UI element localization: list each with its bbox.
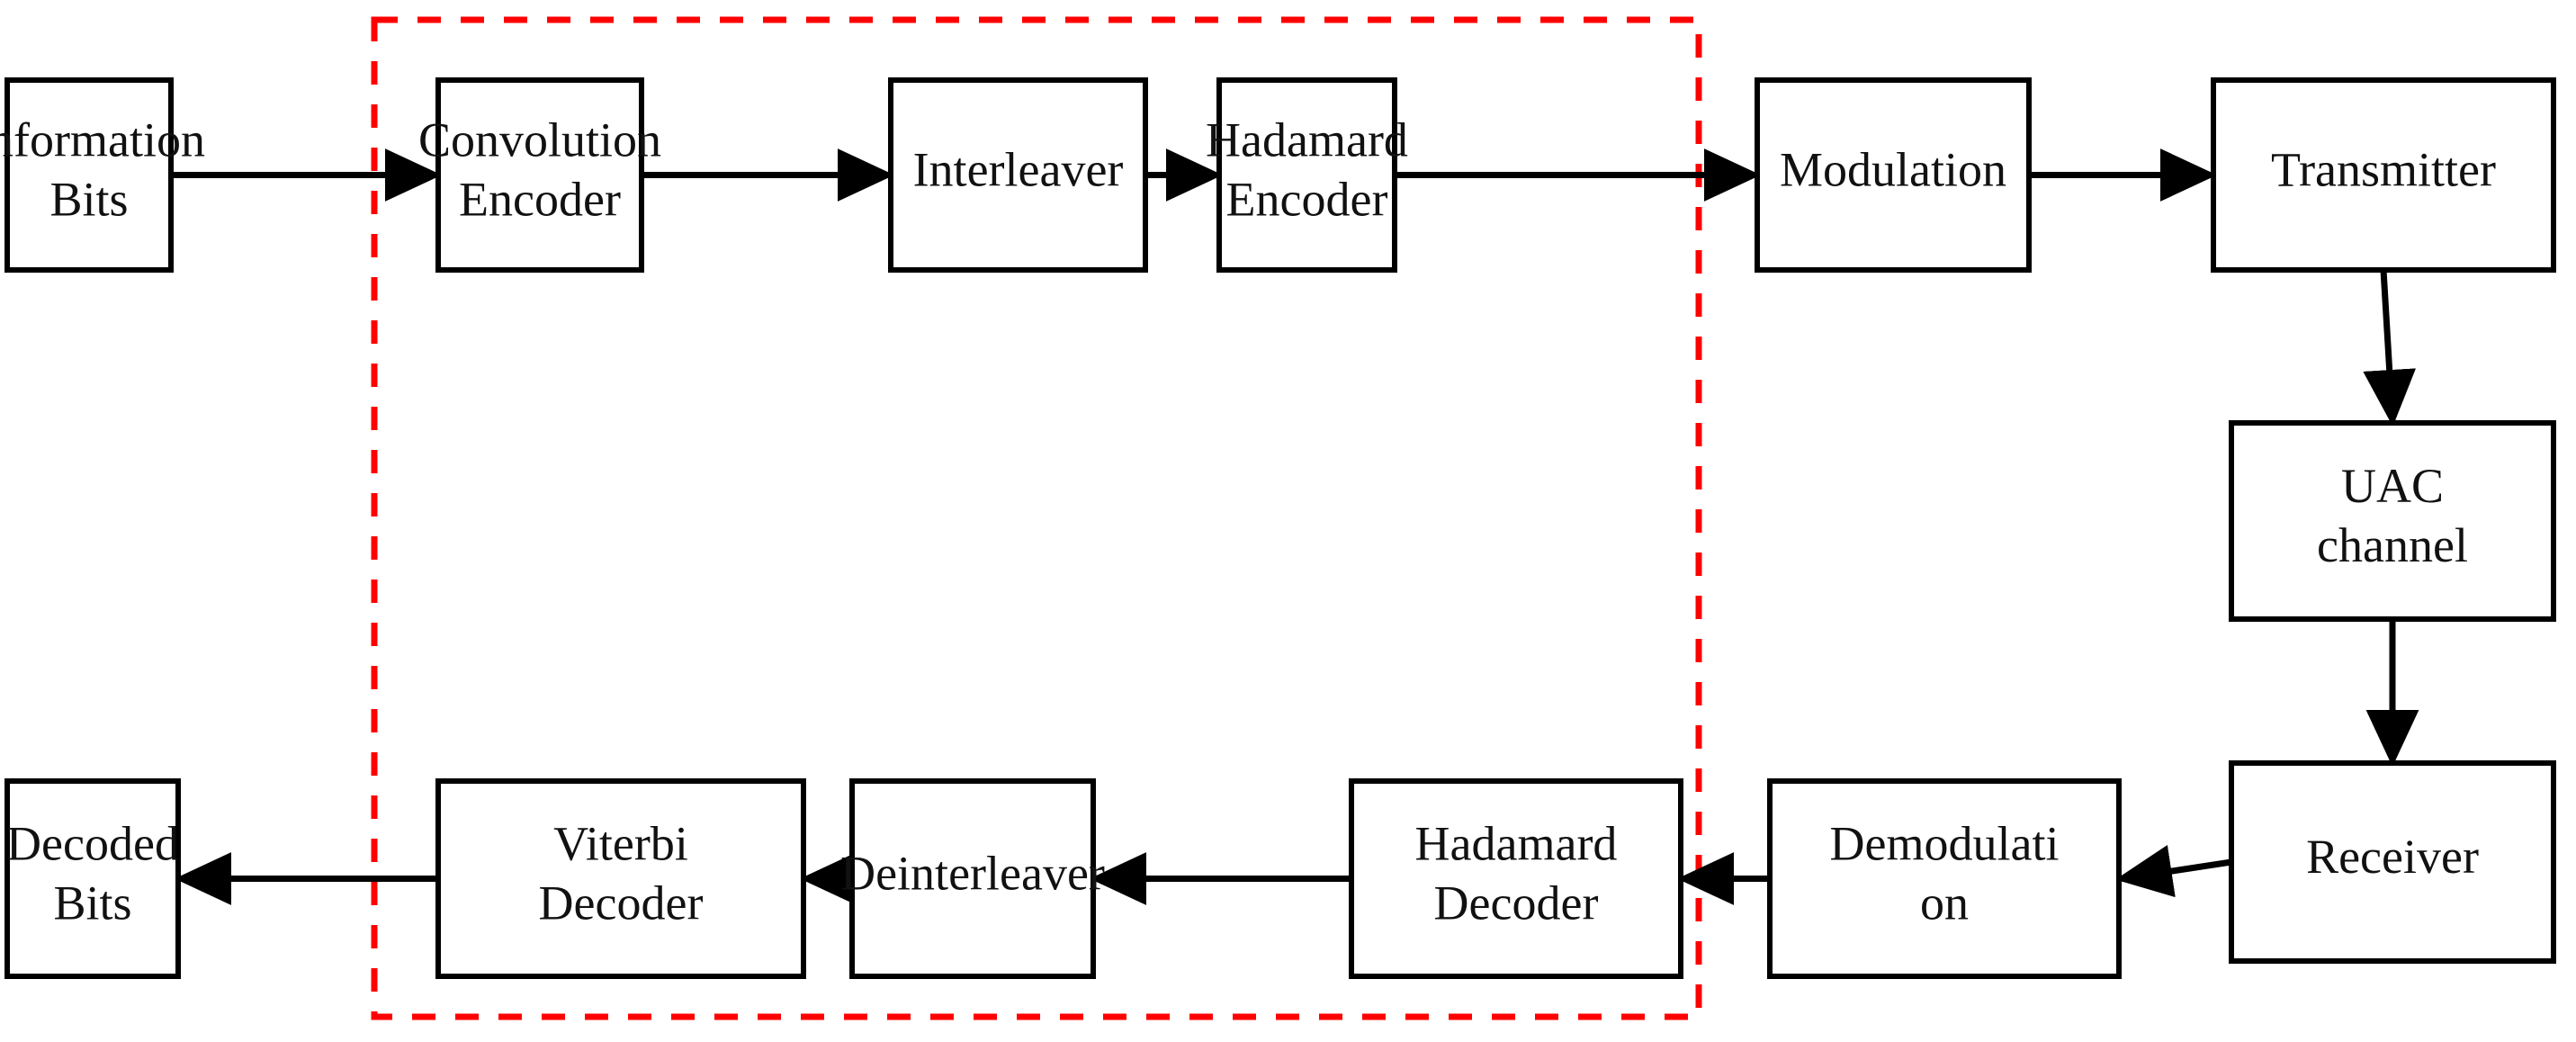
block-label-transmitter: Transmitter bbox=[2271, 143, 2496, 197]
block-rect-hadamard-decoder bbox=[1349, 778, 1683, 979]
block-label-interleaver: Interleaver bbox=[913, 143, 1124, 197]
block-rect-uac-channel bbox=[2229, 420, 2556, 622]
connector-receiver-to-demodulation bbox=[2115, 845, 2232, 898]
block-label-receiver: Receiver bbox=[2306, 830, 2479, 884]
block-rect-decoded-bits bbox=[4, 778, 181, 979]
connector-transmitter-to-uac-channel bbox=[2363, 269, 2417, 427]
block-information-bits: InformationBits bbox=[0, 77, 205, 273]
block-rect-demodulation bbox=[1767, 778, 2122, 979]
block-rect-convolution-encoder bbox=[435, 77, 644, 273]
block-label-information-bits: InformationBits bbox=[0, 113, 205, 227]
block-receiver: Receiver bbox=[2229, 760, 2556, 964]
coding-chain-dashed-region bbox=[371, 16, 1702, 1020]
block-rect-transmitter bbox=[2211, 77, 2556, 273]
block-label-deinterleaver: Deinterleaver bbox=[840, 847, 1105, 901]
block-rect-information-bits bbox=[4, 77, 174, 273]
block-modulation: Modulation bbox=[1755, 77, 2032, 273]
block-rect-deinterleaver bbox=[849, 778, 1096, 979]
block-rect-viterbi-decoder bbox=[435, 778, 806, 979]
block-label-modulation: Modulation bbox=[1780, 143, 2006, 197]
block-deinterleaver: Deinterleaver bbox=[840, 778, 1105, 979]
block-transmitter: Transmitter bbox=[2211, 77, 2556, 273]
block-rect-hadamard-encoder bbox=[1216, 77, 1397, 273]
block-rect-receiver bbox=[2229, 760, 2556, 964]
connector-layer bbox=[171, 148, 2419, 905]
block-rect-modulation bbox=[1755, 77, 2032, 273]
block-rect-interleaver bbox=[888, 77, 1148, 273]
block-interleaver: Interleaver bbox=[888, 77, 1148, 273]
